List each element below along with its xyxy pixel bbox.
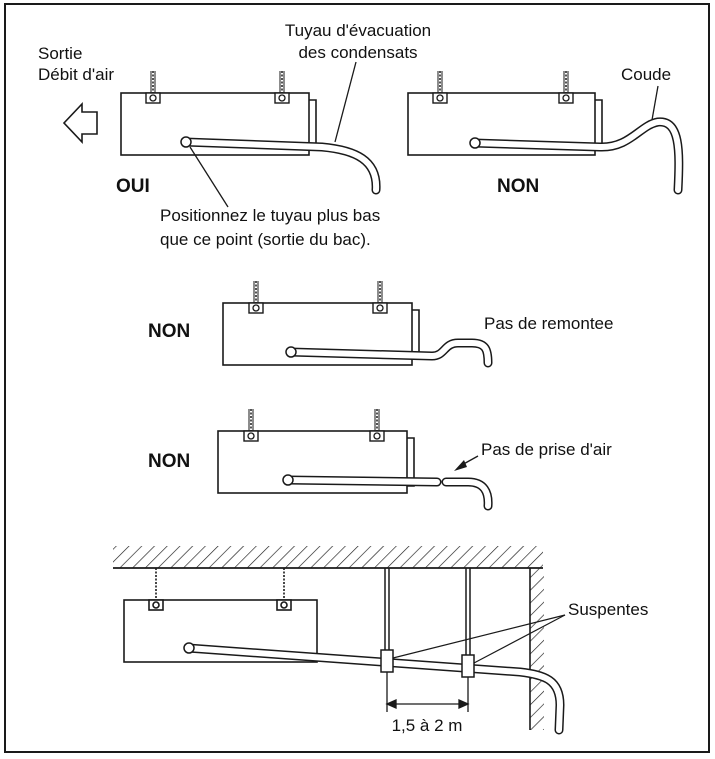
verdict-non-coude: NON bbox=[497, 176, 540, 197]
hose-prise-air bbox=[282, 455, 493, 511]
note-line2: que ce point (sortie du bac). bbox=[160, 230, 371, 249]
verdict-oui: OUI bbox=[116, 176, 150, 197]
hose-suspended bbox=[183, 614, 566, 735]
hose-remontee bbox=[285, 338, 493, 368]
hose-coude bbox=[469, 85, 684, 195]
spacing-label: 1,5 à 2 m bbox=[391, 716, 463, 735]
outlet-label-line2: Débit d'air bbox=[38, 65, 115, 84]
frame-border bbox=[4, 3, 710, 753]
remontee-label: Pas de remontee bbox=[484, 314, 614, 333]
suspentes-label: Suspentes bbox=[568, 600, 649, 619]
coude-label: Coude bbox=[621, 65, 672, 84]
outlet-label-line1: Sortie bbox=[38, 44, 83, 63]
outlet-arrow-icon bbox=[62, 101, 98, 145]
verdict-non-prise-air: NON bbox=[148, 451, 191, 472]
hose-label-line1: Tuyau d'évacuation bbox=[284, 21, 432, 40]
hose-label-line2: des condensats bbox=[298, 43, 418, 62]
note-line1: Positionnez le tuyau plus bas bbox=[160, 206, 381, 225]
hose-oui bbox=[180, 61, 381, 208]
verdict-non-remontee: NON bbox=[148, 321, 191, 342]
ceiling bbox=[113, 546, 543, 569]
spacing-dimension bbox=[385, 672, 470, 712]
prise-air-label: Pas de prise d'air bbox=[481, 440, 612, 459]
wall bbox=[529, 568, 544, 730]
